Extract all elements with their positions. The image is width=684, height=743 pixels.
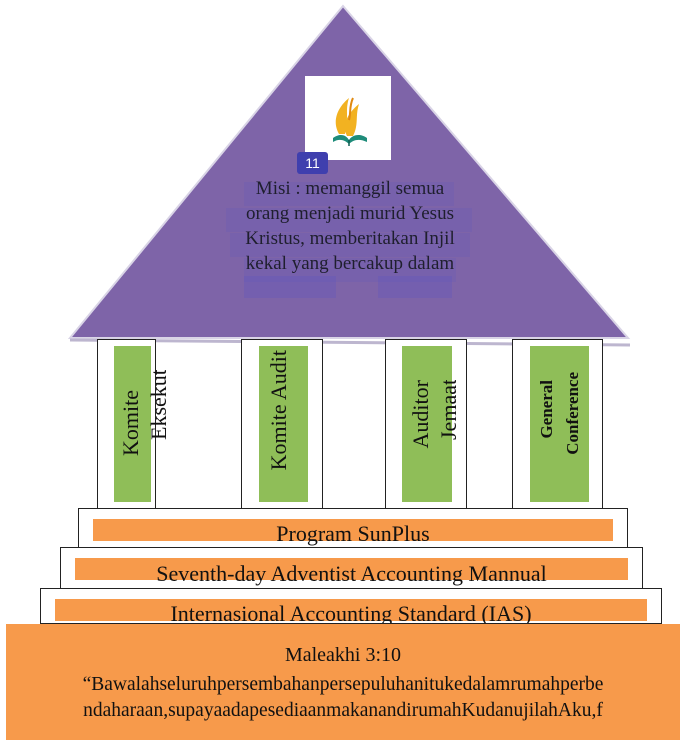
verse-text: “Bawalahseluruhpersembahanpersepuluhanit… xyxy=(6,672,680,724)
mission-line: orang menjadi murid Yesus xyxy=(246,203,454,224)
highlight-block xyxy=(244,182,454,206)
step-sda-accounting-manual: Seventh-day Adventist Accounting Mannual xyxy=(60,547,643,589)
church-logo xyxy=(305,76,391,160)
pillar-fill xyxy=(402,346,452,502)
pillar-label-2: Conference xyxy=(563,372,582,455)
highlight-block xyxy=(378,276,452,298)
pillar-label-2: Jemaat xyxy=(436,380,461,440)
roof xyxy=(67,4,631,347)
step-bar xyxy=(93,519,613,541)
pillar-komite-eksekutif: Komite Eksekutif xyxy=(97,339,171,509)
foundation-block: Maleakhi 3:10 “Bawalahseluruhpersembahan… xyxy=(6,624,680,740)
pillar-general-conference: General Conference xyxy=(512,339,603,509)
step-label: Seventh-day Adventist Accounting Mannual xyxy=(156,561,547,586)
step-bar xyxy=(55,599,647,621)
pillar-fill xyxy=(259,346,308,502)
highlight-block xyxy=(244,276,336,298)
verse-line: “Bawalahseluruhpersembahanpersepuluhanit… xyxy=(82,674,604,695)
step-ias: Internasional Accounting Standard (IAS) xyxy=(40,588,662,624)
mission-line: Kristus, memberitakan Injil xyxy=(245,228,455,249)
mission-line: Misi : memanggil semua xyxy=(255,178,445,199)
mission-line: kekal yang bercakup dalam xyxy=(245,253,455,274)
step-label: Internasional Accounting Standard (IAS) xyxy=(170,601,532,624)
step-label: Program SunPlus xyxy=(276,521,430,546)
pillar-label: Komite xyxy=(118,390,143,456)
page-badge: 11 xyxy=(297,152,328,174)
step-program-sunplus: Program SunPlus xyxy=(78,508,628,548)
verse-reference: Maleakhi 3:10 xyxy=(284,644,402,666)
pillar-label: General xyxy=(537,380,556,439)
pillar-label: Komite Audit xyxy=(266,350,291,471)
pillar-auditor-jemaat: Auditor Jemaat xyxy=(385,339,467,509)
highlight-block xyxy=(226,208,472,232)
pillar-label-2: Eksekutif xyxy=(146,370,171,440)
mission-text: Misi : memanggil semua orang menjadi mur… xyxy=(215,176,485,276)
highlight-block xyxy=(244,258,456,282)
pillar-fill xyxy=(114,346,151,502)
step-bar xyxy=(75,558,628,580)
highlight-block xyxy=(230,233,470,257)
pillar-komite-audit: Komite Audit xyxy=(241,339,323,509)
verse-line: ndaharaan,supayaadapesediaanmakanandirum… xyxy=(83,700,603,721)
pillar-label: Auditor xyxy=(408,380,433,449)
pillar-fill xyxy=(530,346,589,502)
